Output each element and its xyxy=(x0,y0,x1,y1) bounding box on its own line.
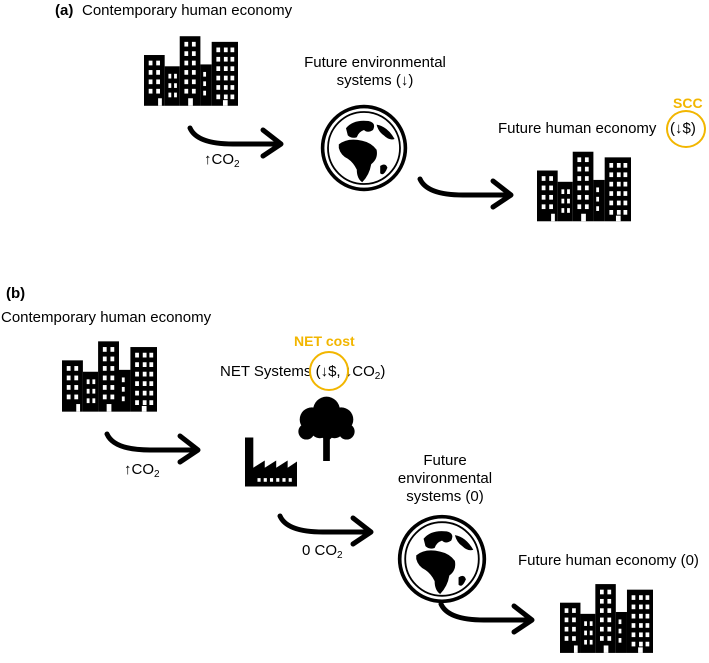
net-cost-label: NET cost xyxy=(294,333,355,349)
future-env-systems-label: Future environmental systems (↓) xyxy=(304,54,446,89)
scc-label: SCC xyxy=(673,95,703,111)
curved-arrow-icon xyxy=(438,596,538,638)
scc-highlight-circle xyxy=(666,110,706,148)
globe-icon xyxy=(397,514,487,604)
panel-a-title: Contemporary human economy xyxy=(82,2,293,19)
factory-icon xyxy=(245,437,297,487)
future-human-economy-label: Future human economy (0) xyxy=(518,552,699,569)
city-buildings-icon xyxy=(537,151,631,222)
city-buildings-icon xyxy=(62,341,157,412)
panel-b-title: Contemporary human economy xyxy=(1,309,212,326)
net-cost-highlight-circle xyxy=(309,351,349,391)
co2-increase-label: ↑CO2 xyxy=(124,461,160,480)
panel-b-label: (b) xyxy=(6,285,26,302)
globe-icon xyxy=(320,104,408,192)
net-systems-label: NET Systems (↓$, ↓CO2) xyxy=(220,363,386,382)
curved-arrow-icon xyxy=(417,170,517,214)
city-buildings-icon xyxy=(144,36,238,106)
future-env-systems-label: Future environmental systems (0) xyxy=(397,452,493,505)
tree-icon xyxy=(298,396,355,461)
zero-co2-label: 0 CO2 xyxy=(302,542,343,561)
co2-increase-label: ↑CO2 xyxy=(204,151,240,170)
city-buildings-icon xyxy=(560,584,653,653)
future-human-economy-label: Future human economy xyxy=(498,120,657,137)
panel-a-label: (a) xyxy=(55,2,74,19)
